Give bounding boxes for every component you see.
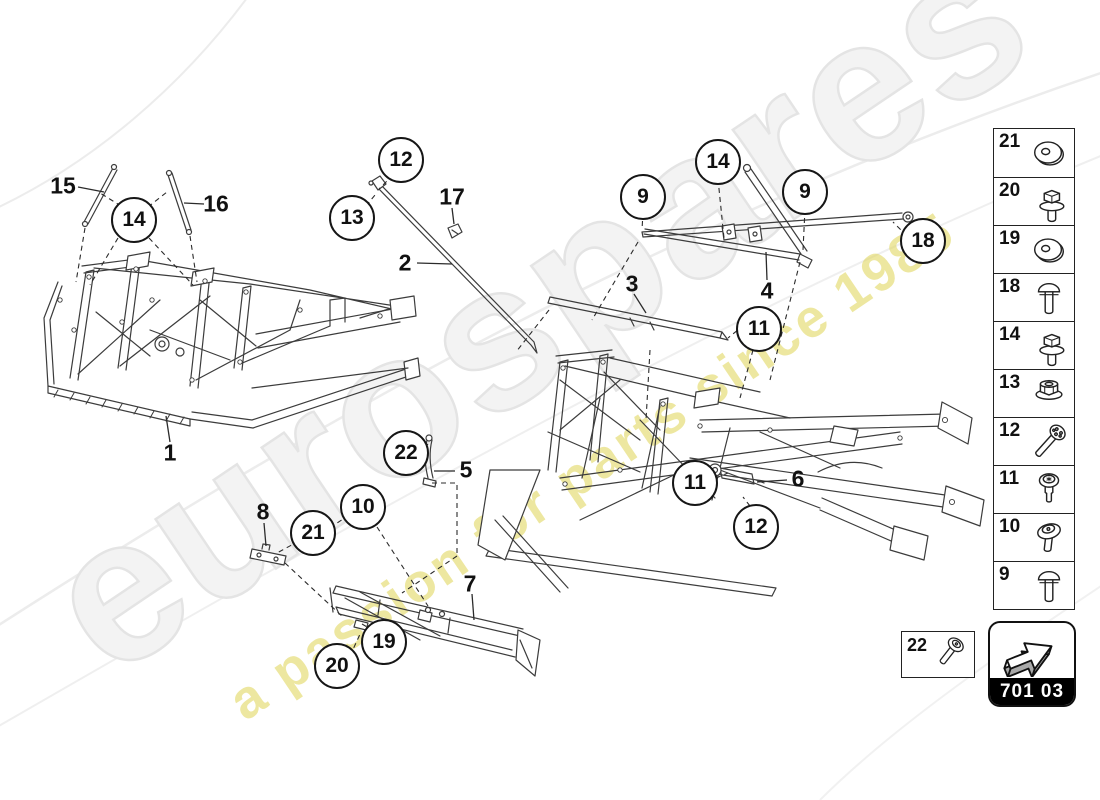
part-label-16: 16 [203, 190, 229, 217]
fastener-item-19[interactable]: 19 [994, 225, 1074, 273]
washer-icon [1023, 129, 1074, 177]
callout-balloon-10[interactable]: 10 [340, 484, 386, 530]
part-label-7: 7 [463, 570, 477, 597]
part-label-3: 3 [625, 270, 639, 297]
fastener-item-13[interactable]: 13 [994, 369, 1074, 417]
flange-bolt-icon [1023, 178, 1074, 225]
washer-icon [1023, 226, 1074, 273]
part-label-17: 17 [439, 183, 465, 210]
part-label-6: 6 [791, 465, 805, 492]
callout-balloon-13[interactable]: 13 [329, 195, 375, 241]
callout-balloon-19[interactable]: 19 [361, 619, 407, 665]
fastener-number: 9 [999, 564, 1010, 585]
callout-balloon-14[interactable]: 14 [695, 139, 741, 185]
fastener-number: 20 [999, 180, 1021, 201]
callout-balloon-21[interactable]: 21 [290, 510, 336, 556]
fastener-item-18[interactable]: 18 [994, 273, 1074, 321]
callout-balloon-12[interactable]: 12 [378, 137, 424, 183]
fastener-item-21[interactable]: 21 [994, 129, 1074, 177]
flange-nut-icon [1023, 370, 1074, 417]
fastener-item-11[interactable]: 11 [994, 465, 1074, 513]
part-code: 701 03 [990, 678, 1074, 705]
callout-balloon-12[interactable]: 12 [733, 504, 779, 550]
fastener-item-9[interactable]: 9 [994, 561, 1074, 609]
callout-balloon-22[interactable]: 22 [383, 430, 429, 476]
fastener-number: 21 [999, 131, 1021, 152]
dome-screw-icon [1023, 562, 1074, 609]
fastener-number: 19 [999, 228, 1021, 249]
fastener-number: 12 [999, 420, 1021, 441]
callout-balloon-9[interactable]: 9 [782, 169, 828, 215]
part-label-15: 15 [50, 172, 76, 199]
fastener-item-20[interactable]: 20 [994, 177, 1074, 225]
part-label-1: 1 [163, 439, 177, 466]
callout-balloon-11[interactable]: 11 [672, 460, 718, 506]
part-label-8: 8 [256, 498, 270, 525]
callout-balloon-9[interactable]: 9 [620, 174, 666, 220]
shoulder-screw-icon [1023, 466, 1074, 513]
fastener-item-10[interactable]: 10 [994, 513, 1074, 561]
part-code-box[interactable]: 701 03 [988, 621, 1076, 707]
fastener-sidebar: 21 20 19 18 14 13 12 11 10 9 [993, 128, 1075, 610]
callout-balloon-18[interactable]: 18 [900, 218, 946, 264]
washer-screw-icon [1023, 514, 1074, 561]
dome-screw-icon [1023, 274, 1074, 321]
angled-screw-icon [933, 632, 974, 677]
callout-balloon-11[interactable]: 11 [736, 306, 782, 352]
fastener-number: 10 [999, 516, 1021, 537]
part-label-5: 5 [459, 456, 473, 483]
fastener-number: 13 [999, 372, 1021, 393]
fastener-item-12[interactable]: 12 [994, 417, 1074, 465]
long-bolt-icon [1023, 418, 1074, 465]
flange-bolt-icon [1023, 322, 1074, 369]
fastener-item-14[interactable]: 14 [994, 321, 1074, 369]
fastener-number: 14 [999, 324, 1021, 345]
part-label-4: 4 [760, 277, 774, 304]
fastener-number: 22 [907, 635, 928, 655]
fastener-number: 18 [999, 276, 1021, 297]
arrow-icon [990, 623, 1074, 678]
callout-balloon-20[interactable]: 20 [314, 643, 360, 689]
callout-balloon-14[interactable]: 14 [111, 197, 157, 243]
fastener-number: 11 [999, 468, 1020, 489]
part-label-2: 2 [398, 249, 412, 276]
fastener-item-22[interactable]: 22 [901, 631, 975, 678]
